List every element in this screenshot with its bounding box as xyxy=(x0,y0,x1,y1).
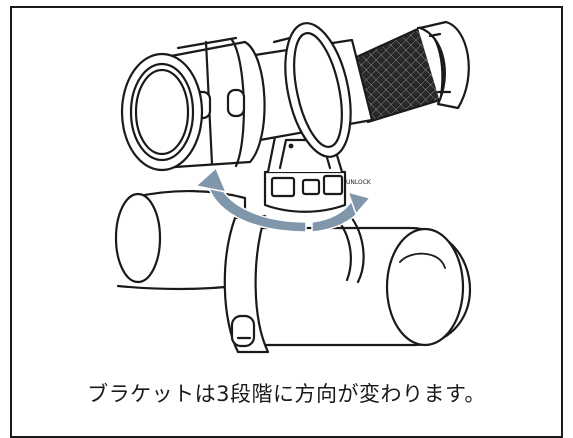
bracket: UNLOCK xyxy=(263,130,372,213)
bracket-unlock-label: UNLOCK xyxy=(346,179,372,186)
caption-text: ブラケットは3段階に方向が変わります。 xyxy=(87,382,486,406)
rotation-arrow xyxy=(195,167,371,233)
rubber-strap xyxy=(223,208,365,354)
handlebar xyxy=(114,189,472,347)
flashlight xyxy=(120,20,470,172)
